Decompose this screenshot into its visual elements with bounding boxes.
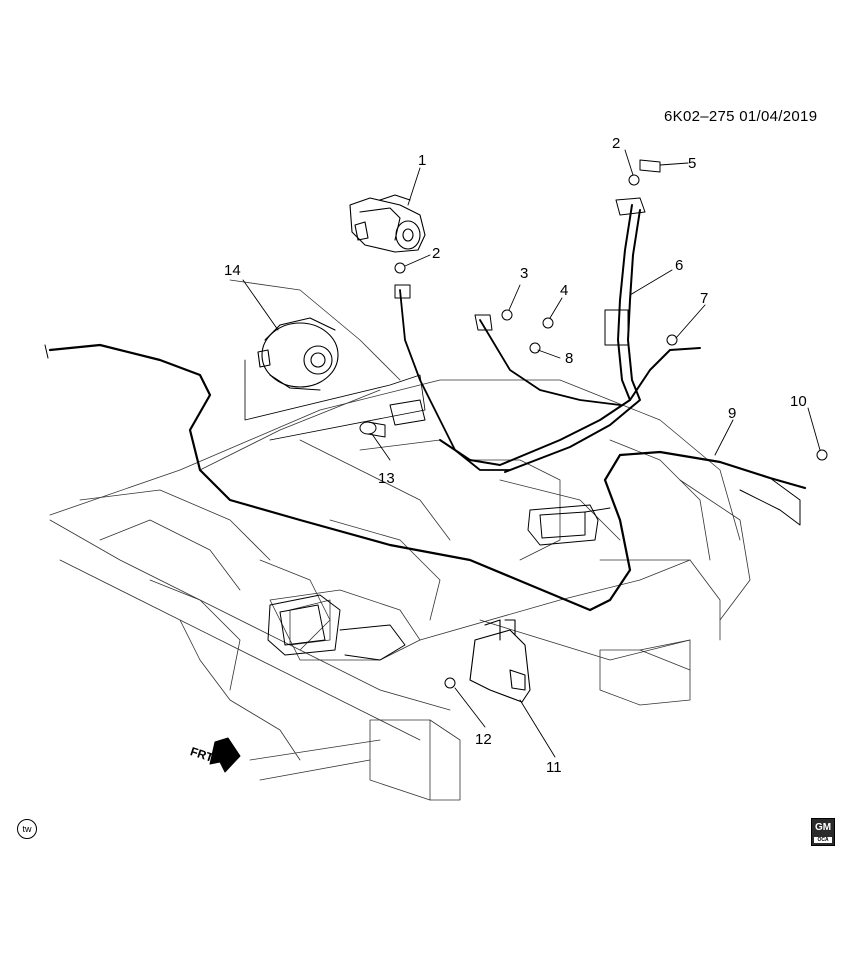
callout-9: 9 bbox=[728, 405, 736, 422]
callout-3: 3 bbox=[520, 265, 528, 282]
nut-2b bbox=[628, 174, 640, 186]
callout-2-starter: 2 bbox=[432, 245, 440, 262]
starter-motor-1 bbox=[349, 194, 426, 253]
callout-4: 4 bbox=[560, 282, 568, 299]
tw-badge: tw bbox=[17, 819, 37, 839]
leader-lines bbox=[242, 149, 821, 758]
callout-6: 6 bbox=[675, 257, 683, 274]
bracket-13 bbox=[359, 421, 386, 438]
bracket-11 bbox=[469, 619, 531, 703]
callout-1: 1 bbox=[418, 152, 426, 169]
callout-2-top: 2 bbox=[612, 135, 620, 152]
drawing-code: 6K02–275 01/04/2019 bbox=[664, 108, 818, 125]
nut-10 bbox=[816, 449, 828, 461]
callout-10: 10 bbox=[790, 393, 807, 410]
callout-7: 7 bbox=[700, 290, 708, 307]
nut-2a bbox=[394, 262, 406, 274]
generator-14 bbox=[257, 317, 339, 391]
vehicle-frame bbox=[49, 279, 751, 801]
gm-logo: GM OCA bbox=[811, 818, 835, 846]
fuse-block bbox=[527, 504, 599, 546]
nut-3 bbox=[501, 309, 513, 321]
callout-12: 12 bbox=[475, 731, 492, 748]
bolt-7 bbox=[666, 334, 678, 346]
front-arrow-icon bbox=[209, 737, 241, 773]
bolt-8 bbox=[529, 342, 541, 354]
cable-6 bbox=[439, 204, 633, 466]
callout-labels: 1 2 2 3 4 5 6 7 8 9 10 11 12 13 14 bbox=[224, 135, 807, 776]
front-label: FRT bbox=[189, 744, 216, 765]
harness-9 bbox=[48, 343, 807, 612]
callout-14: 14 bbox=[224, 262, 241, 279]
bolt-5 bbox=[639, 159, 661, 173]
callout-11: 11 bbox=[546, 759, 562, 776]
bolt-12 bbox=[444, 677, 456, 689]
gm-logo-text: GM bbox=[814, 822, 832, 833]
bolt-4 bbox=[542, 317, 554, 329]
gm-logo-sub: OCA bbox=[814, 837, 832, 843]
callout-8: 8 bbox=[565, 350, 573, 367]
battery-distribution-block bbox=[267, 594, 406, 661]
callout-13: 13 bbox=[378, 470, 395, 487]
callout-5: 5 bbox=[688, 155, 696, 172]
